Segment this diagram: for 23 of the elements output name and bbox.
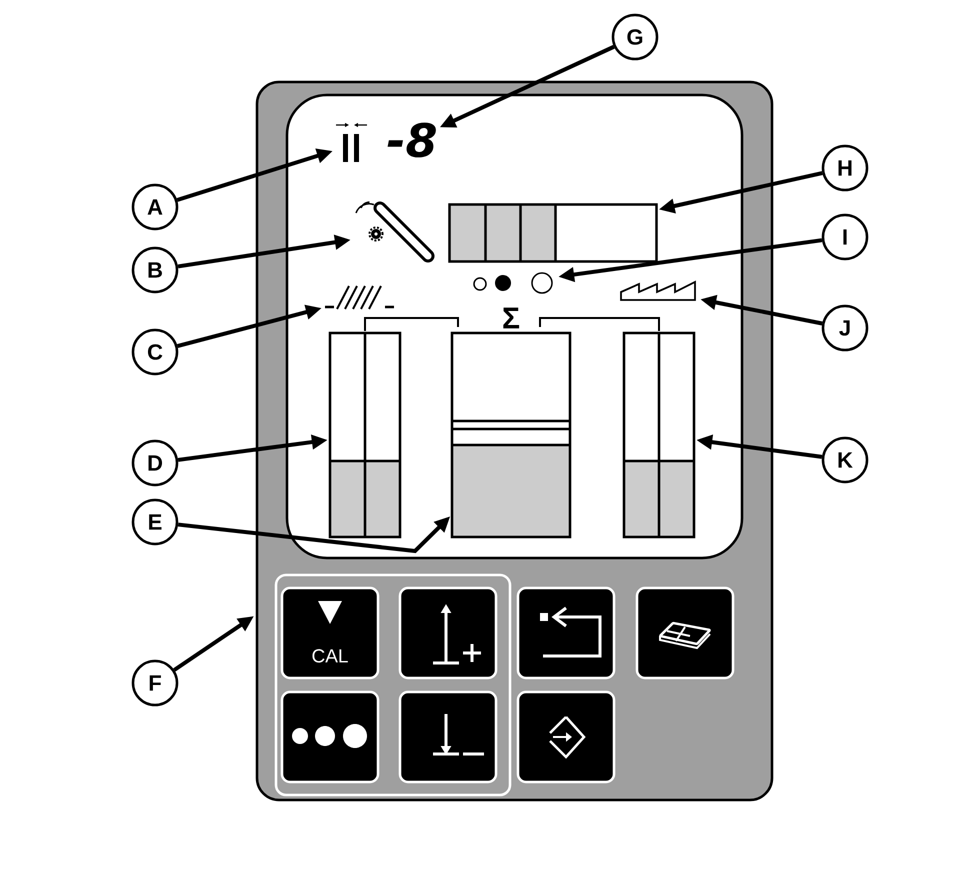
callout-letter: K <box>822 436 868 484</box>
indicator-dots <box>473 272 553 294</box>
separation-icon <box>336 122 367 162</box>
callout-letter: I <box>822 214 868 260</box>
wrench-icon <box>355 201 434 262</box>
callout-letter: B <box>132 246 178 294</box>
bar-gauge <box>448 203 658 263</box>
callout-letter: F <box>132 660 178 706</box>
keypad-button: CAL <box>280 586 380 680</box>
callout-letter: E <box>132 498 178 546</box>
callout-letter: C <box>132 328 178 376</box>
callout-letter: H <box>822 144 868 192</box>
stripes-icon <box>324 286 396 310</box>
callout-letter: J <box>822 304 868 352</box>
callout-letter: G <box>612 14 658 60</box>
segment-display: -8 <box>388 122 436 158</box>
level-bar <box>450 332 572 538</box>
callout-letter: A <box>132 184 178 230</box>
sawtooth-icon <box>620 280 696 301</box>
callout-letter: D <box>132 440 178 486</box>
sigma-symbol: Σ <box>503 308 520 328</box>
level-bar <box>622 332 696 538</box>
level-bar <box>328 332 402 538</box>
